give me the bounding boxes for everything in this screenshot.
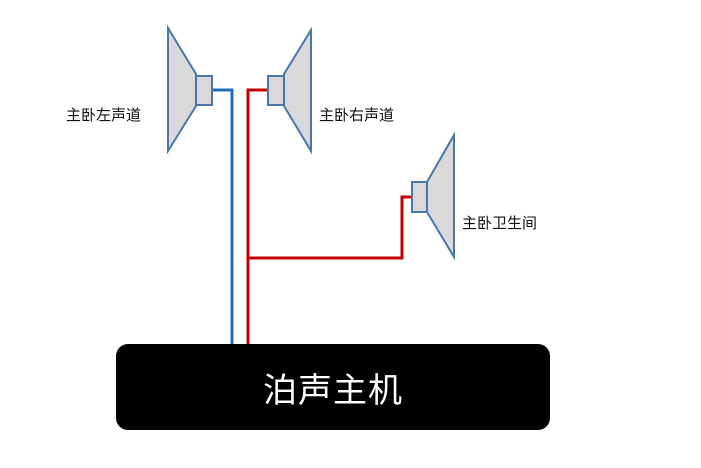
- wire-left-channel: [212, 88, 234, 346]
- speaker-label-bathroom: 主卧卫生间: [462, 214, 538, 232]
- wire-bathroom: [248, 195, 412, 260]
- speaker-label-left: 主卧左声道: [66, 106, 142, 124]
- speaker-bathroom-icon: [411, 131, 455, 261]
- host-unit-label: 泊声主机: [263, 370, 403, 411]
- speaker-right-icon: [267, 26, 312, 155]
- speaker-left-icon: [167, 24, 213, 155]
- wire-right-channel: [246, 88, 268, 346]
- speaker-label-right: 主卧右声道: [319, 106, 395, 124]
- host-unit-box: 泊声主机: [116, 344, 550, 430]
